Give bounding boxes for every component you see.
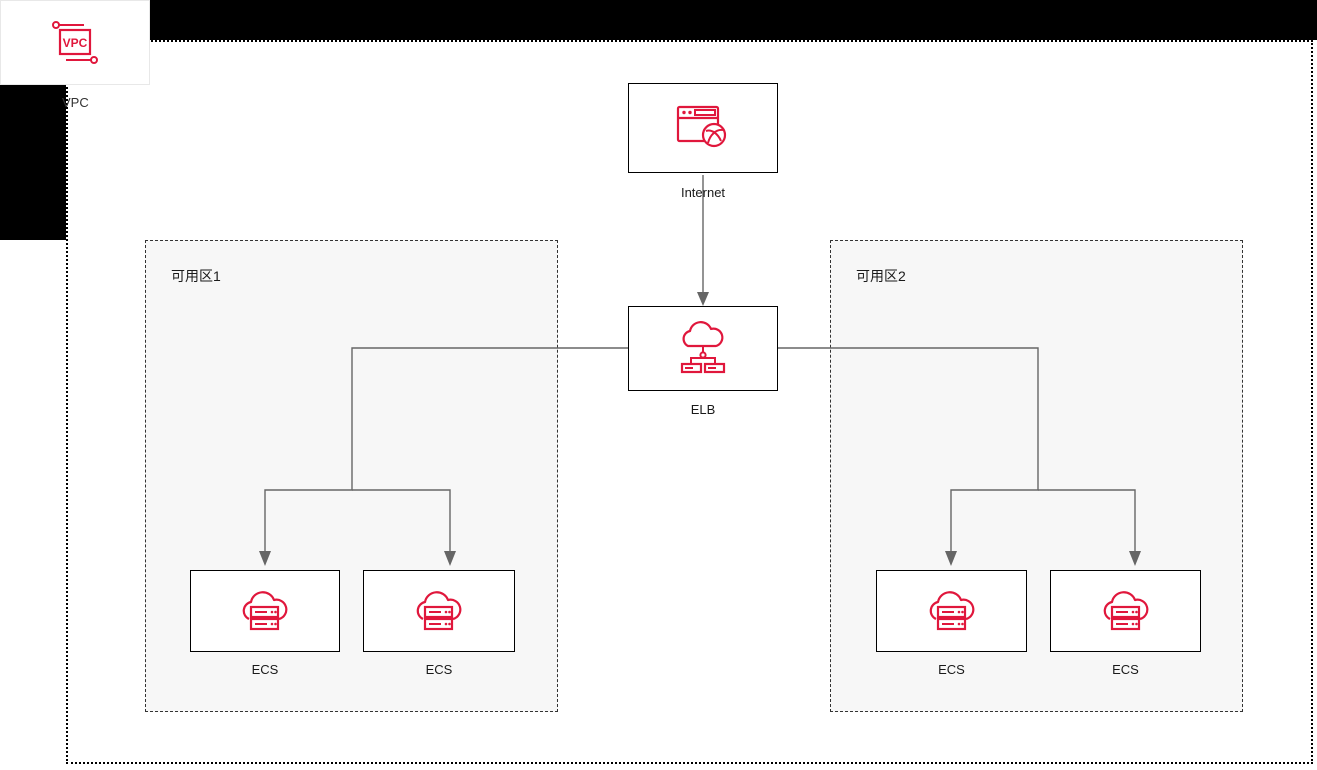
node-ecs-1-label: ECS: [251, 662, 279, 677]
vpc-badge[interactable]: VPC: [0, 0, 150, 85]
node-ecs-3[interactable]: [876, 570, 1027, 652]
ecs-cloud-server-icon: [920, 585, 984, 637]
backdrop-top: [0, 0, 1317, 40]
ecs-cloud-server-icon: [407, 585, 471, 637]
availability-zone-1-label: 可用区1: [171, 268, 221, 284]
vpc-icon: VPC: [47, 18, 103, 68]
node-ecs-4-label: ECS: [1112, 662, 1139, 677]
node-elb-label: ELB: [690, 402, 716, 417]
node-ecs-3-label: ECS: [938, 662, 965, 677]
node-ecs-4[interactable]: [1050, 570, 1201, 652]
node-ecs-2-label: ECS: [425, 662, 453, 677]
internet-browser-icon: [672, 101, 734, 155]
node-ecs-1[interactable]: [190, 570, 340, 652]
vpc-label: VPC: [62, 95, 89, 110]
node-internet-label: Internet: [680, 185, 726, 200]
ecs-cloud-server-icon: [233, 585, 297, 637]
elb-cloud-icon: [670, 320, 736, 378]
availability-zone-2-label: 可用区2: [856, 268, 906, 284]
vpc-container[interactable]: [66, 40, 1313, 764]
ecs-cloud-server-icon: [1094, 585, 1158, 637]
node-ecs-2[interactable]: [363, 570, 515, 652]
node-elb[interactable]: [628, 306, 778, 391]
node-internet[interactable]: [628, 83, 778, 173]
svg-text:VPC: VPC: [63, 36, 88, 50]
